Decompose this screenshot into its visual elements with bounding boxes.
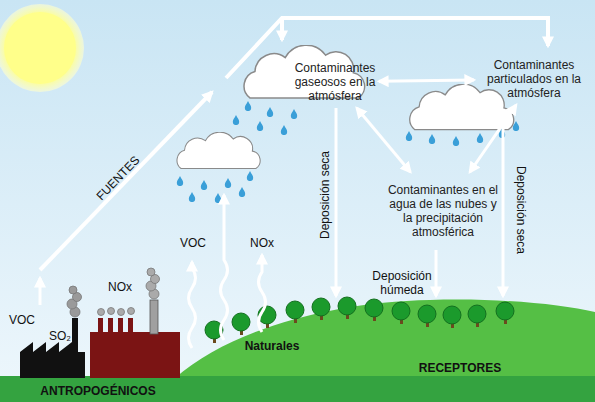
- double-arrow: [357, 108, 411, 172]
- text-label: NOx: [108, 280, 132, 294]
- text-label: SO₂: [49, 329, 71, 343]
- text-node: Contaminantes particulados en la atmósfe…: [476, 55, 592, 103]
- text-label: Deposición seca: [514, 166, 528, 254]
- node-text: Contaminantes particulados en la atmósfe…: [476, 58, 592, 100]
- text-label: VOC: [180, 236, 206, 250]
- double-arrow: [379, 80, 474, 81]
- text-node: Contaminantes gaseosos en la atmósfera: [293, 58, 377, 106]
- text-label: Deposición seca: [318, 151, 332, 239]
- text-label: RECEPTORES: [419, 361, 501, 375]
- text-label: NOx: [250, 236, 274, 250]
- node-text: Contaminantes en el agua de las nubes y …: [383, 183, 503, 239]
- node-text: Contaminantes gaseosos en la atmósfera: [293, 61, 377, 103]
- text-label: Deposición húmeda: [362, 269, 442, 297]
- text-node: Contaminantes en el agua de las nubes y …: [383, 174, 503, 248]
- text-label: Naturales: [245, 339, 300, 353]
- text-label: VOC: [9, 313, 35, 327]
- double-arrow: [470, 105, 516, 172]
- text-label: ANTROPOGÉNICOS: [40, 384, 155, 398]
